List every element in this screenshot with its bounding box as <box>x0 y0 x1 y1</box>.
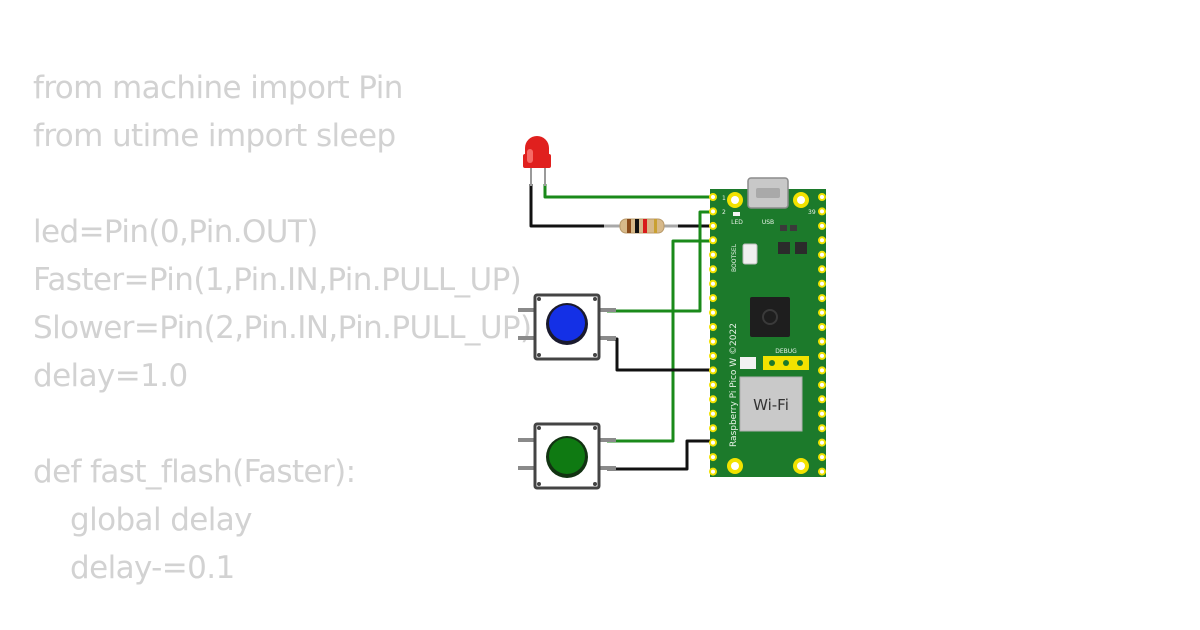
code-line: from machine import Pin <box>33 70 403 106</box>
code-line: def fast_flash(Faster): <box>33 454 356 490</box>
gpio-pin[interactable] <box>709 294 717 303</box>
gpio-pin[interactable] <box>709 366 717 375</box>
gpio-pin[interactable] <box>709 308 717 317</box>
gpio-pin[interactable] <box>818 308 826 317</box>
wifi-module <box>739 376 803 432</box>
resistor[interactable] <box>604 218 678 234</box>
gpio-pin[interactable] <box>709 453 717 462</box>
gpio-pin[interactable] <box>818 279 826 288</box>
pin-1-label: 1 <box>722 195 726 202</box>
wire-led-anode <box>543 184 712 199</box>
gpio-pin[interactable] <box>709 265 717 274</box>
gpio-pin[interactable] <box>709 467 717 476</box>
gpio-pin[interactable] <box>709 438 717 447</box>
code-line: delay-=0.1 <box>33 550 235 586</box>
code-line: from utime import sleep <box>33 118 396 154</box>
gpio-pin[interactable] <box>709 221 717 230</box>
wifi-label: Wi-Fi <box>753 396 789 414</box>
gpio-pin[interactable] <box>818 453 826 462</box>
pin-39-label: 39 <box>808 209 816 216</box>
gpio-pin[interactable] <box>818 323 826 331</box>
wire-top-button-ground <box>607 337 712 372</box>
gpio-pin[interactable] <box>818 351 826 360</box>
wire-bottom-button-ground <box>607 439 712 471</box>
wire-bottom-button-signal <box>607 239 712 443</box>
gpio-pin[interactable] <box>818 366 826 375</box>
gpio-pin[interactable] <box>709 380 717 389</box>
gpio-pin[interactable] <box>709 207 717 216</box>
code-line: Faster=Pin(1,Pin.IN,Pin.PULL_UP) <box>33 262 522 298</box>
gpio-pin[interactable] <box>709 236 717 245</box>
wire-led-cathode <box>529 184 610 228</box>
gpio-pin[interactable] <box>818 207 826 216</box>
debug-label: DEBUG <box>775 348 797 355</box>
gpio-pin[interactable] <box>818 193 826 201</box>
gpio-pin[interactable] <box>818 467 826 476</box>
code-line: Slower=Pin(2,Pin.IN,Pin.PULL_UP) <box>33 310 532 346</box>
pushbutton-faster[interactable] <box>518 293 616 361</box>
code-line: delay=1.0 <box>33 358 188 394</box>
gpio-pin[interactable] <box>818 236 826 245</box>
red-led[interactable] <box>523 136 551 186</box>
gpio-pin[interactable] <box>818 395 826 404</box>
gpio-pin[interactable] <box>709 424 717 433</box>
code-line: led=Pin(0,Pin.OUT) <box>33 214 318 250</box>
gpio-pin[interactable] <box>709 250 717 259</box>
onboard-led <box>733 212 740 216</box>
raspberry-pi-pico-w[interactable]: USB 1 2 39 LED BOOTSEL Raspberry Pi Pico… <box>709 177 826 477</box>
gpio-pin[interactable] <box>818 265 826 274</box>
code-line: global delay <box>33 502 253 538</box>
gpio-pin[interactable] <box>818 294 826 303</box>
gpio-pin[interactable] <box>709 351 717 360</box>
gpio-pins <box>709 193 826 476</box>
gpio-pin[interactable] <box>818 221 826 230</box>
gpio-pin[interactable] <box>709 193 717 201</box>
gpio-pin[interactable] <box>818 409 826 418</box>
gpio-pin[interactable] <box>818 337 826 346</box>
pin-2-label: 2 <box>722 209 726 216</box>
gpio-pin[interactable] <box>818 380 826 389</box>
pushbutton-slower[interactable] <box>518 422 616 490</box>
board-model-label: Raspberry Pi Pico W ©2022 <box>729 323 739 447</box>
bootsel-label: BOOTSEL <box>731 243 738 272</box>
gpio-pin[interactable] <box>709 279 717 288</box>
gpio-pin[interactable] <box>709 409 717 418</box>
gpio-pin[interactable] <box>709 337 717 346</box>
rp2040-chip <box>750 297 790 337</box>
wire-top-button-signal <box>607 210 712 313</box>
code-listing: from machine import Pin from utime impor… <box>33 64 532 592</box>
led-label: LED <box>731 219 743 226</box>
usb-label: USB <box>762 219 774 226</box>
gpio-pin[interactable] <box>818 424 826 433</box>
gpio-pin[interactable] <box>818 438 826 447</box>
gpio-pin[interactable] <box>818 250 826 259</box>
bootsel-button <box>742 243 758 265</box>
gpio-pin[interactable] <box>709 395 717 404</box>
gpio-pin[interactable] <box>709 323 717 331</box>
